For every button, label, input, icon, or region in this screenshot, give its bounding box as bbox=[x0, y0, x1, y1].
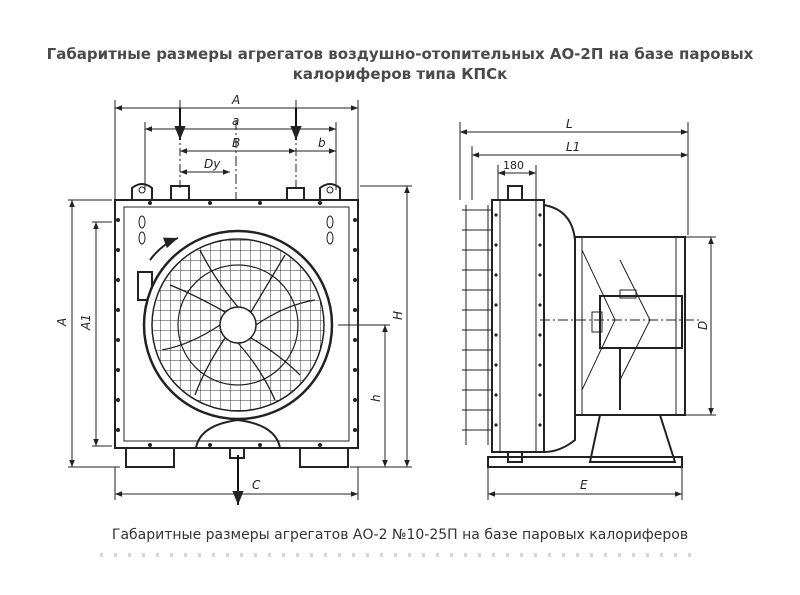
dim-label-E: E bbox=[580, 478, 588, 492]
side-base bbox=[487, 456, 683, 500]
dim-label-a: a bbox=[232, 114, 239, 128]
drawing-caption: Габаритные размеры агрегатов АО-2 №10-25… bbox=[111, 527, 689, 543]
side-fan-housing bbox=[540, 204, 700, 463]
dim-label-B: B bbox=[232, 136, 240, 150]
dim-label-A1: A1 bbox=[79, 314, 93, 331]
dim-label-h: h bbox=[369, 394, 383, 402]
dim-label-180: 180 bbox=[503, 159, 524, 172]
front-left-dimensions bbox=[68, 199, 120, 468]
side-heater-coil bbox=[462, 185, 545, 463]
side-top-dimensions bbox=[459, 122, 689, 235]
drawing-title-line2: калориферов типа КПСк bbox=[292, 65, 508, 83]
dim-label-C: C bbox=[252, 478, 261, 492]
side-view: L L1 180 bbox=[459, 117, 716, 500]
drawing-title: Габаритные размеры агрегатов воздушно-от… bbox=[0, 44, 800, 84]
dim-label-A-left: A bbox=[55, 318, 69, 327]
front-view: A a B b Dy bbox=[55, 93, 412, 505]
dim-label-A-top: A bbox=[231, 93, 240, 107]
front-top-dimensions bbox=[114, 100, 359, 200]
drawing-title-line1: Габаритные размеры агрегатов воздушно-от… bbox=[46, 45, 754, 63]
dim-label-H: H bbox=[391, 311, 405, 320]
fan-guard bbox=[142, 229, 334, 421]
dim-label-Dy: Dy bbox=[204, 157, 221, 171]
dim-label-L: L bbox=[566, 117, 573, 131]
side-D-dimension bbox=[685, 236, 716, 416]
dim-label-b: b bbox=[318, 136, 326, 150]
front-right-dimensions bbox=[338, 185, 412, 468]
dim-label-L1: L1 bbox=[566, 140, 580, 154]
dim-label-D: D bbox=[696, 321, 710, 330]
cropped-text-line bbox=[100, 553, 700, 557]
front-base bbox=[114, 418, 359, 505]
